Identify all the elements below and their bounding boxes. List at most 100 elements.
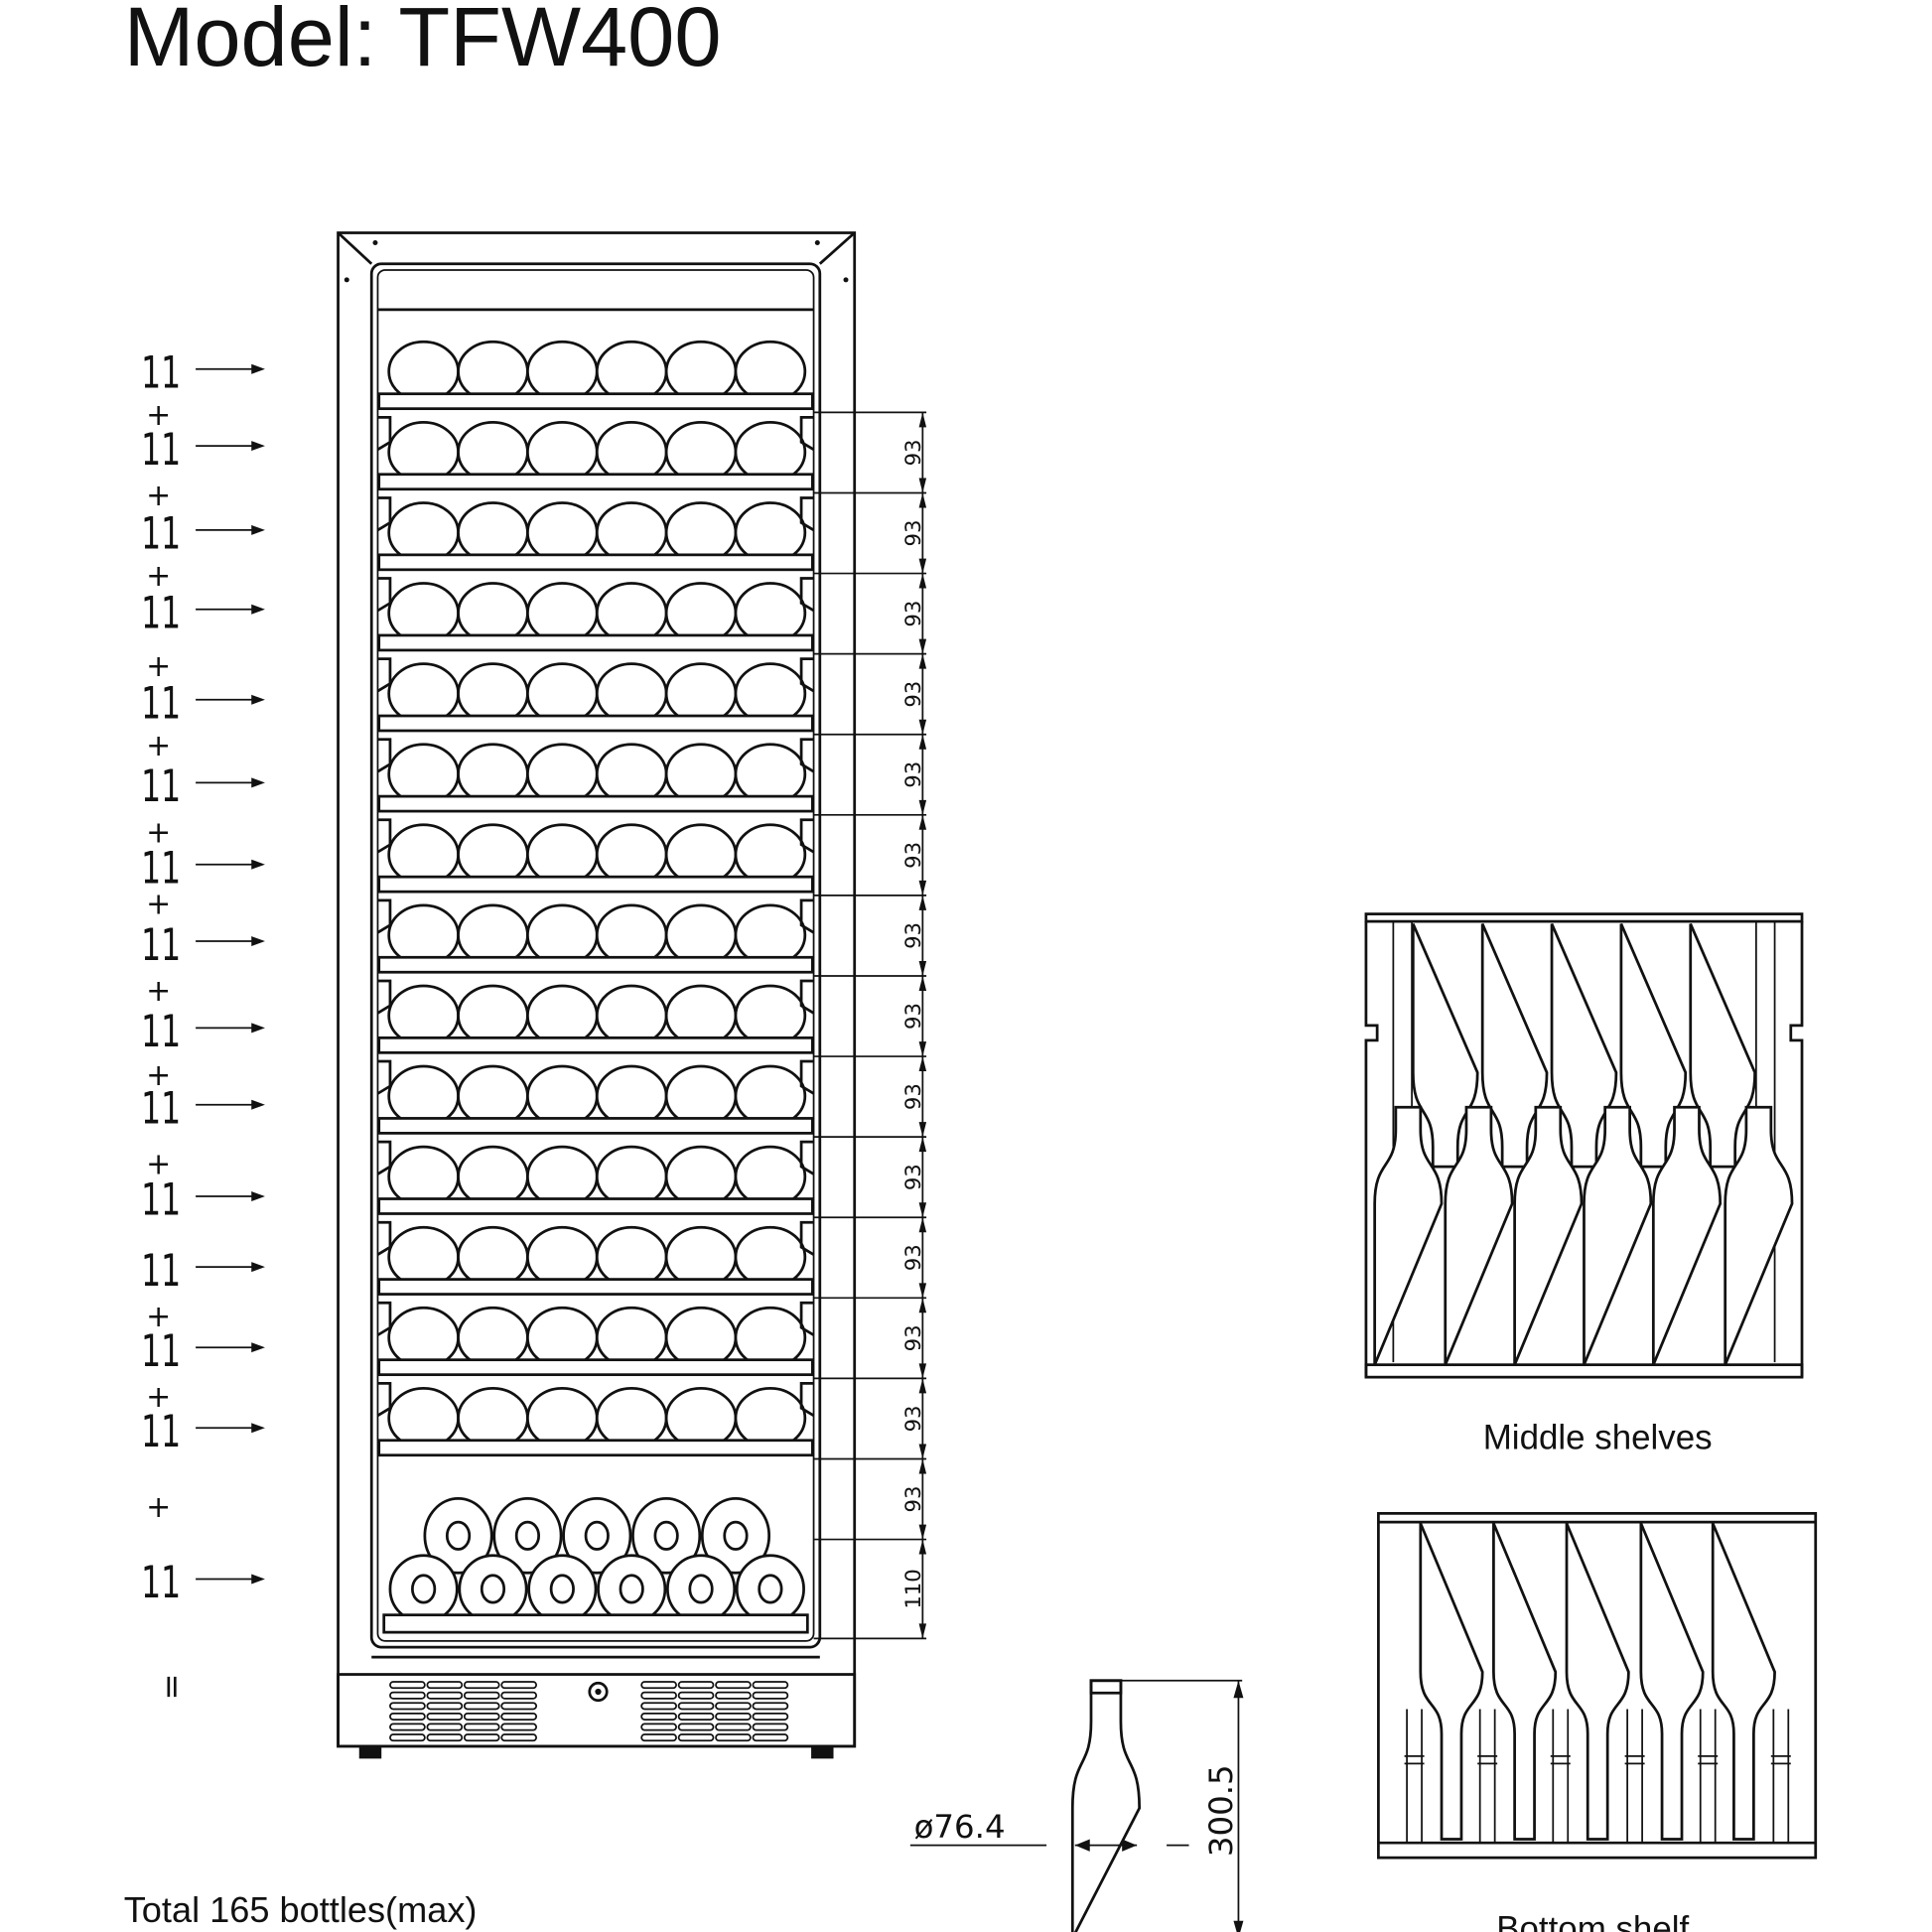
wine-rack-row [376,738,815,813]
vent-slot [389,1691,426,1700]
bottle-neck [1550,1709,1571,1844]
shelf-back-rail [1364,912,1804,923]
vent-slot [500,1702,538,1711]
vent-slot [426,1691,464,1700]
foot [358,1745,382,1759]
arrow-head [251,604,265,615]
bottle-end [387,340,460,403]
bottle-end [664,1306,738,1369]
bottle-upright [1583,1105,1653,1366]
bottle-height-label: 300.5 [1202,1764,1240,1857]
row-capacity-value: 11 [141,1245,181,1297]
middle-shelf-top-view [1364,912,1804,1379]
shelf-front [377,714,814,733]
bottle-neck [1404,1709,1425,1844]
bottle-end [457,501,529,564]
shelf-spacing-value: 93 [900,681,925,708]
bottle-end [664,582,738,644]
shelf-front [377,955,814,974]
shelf-spacing-value: 93 [900,601,925,627]
shelf-spacing-value: 93 [900,922,925,949]
arrow-head [251,441,265,452]
vent-slot [640,1681,677,1690]
plus-sign: + [146,398,171,433]
shelf-spacing-value: 93 [900,1405,925,1432]
vent-slot [677,1723,715,1731]
bottle-inverted [1492,1522,1558,1841]
bottle-end [457,662,529,725]
bottle-end [664,743,738,805]
bottle-end [734,1064,807,1128]
bottle-end [526,1387,599,1449]
bottle-end [457,340,529,403]
row-capacity-value: 11 [141,919,181,971]
bottle-end [527,1554,598,1624]
bottle-end [526,984,599,1047]
vent-slot [640,1733,677,1742]
vent-slot [389,1723,426,1731]
bottom-shelf-top-view [1377,1511,1818,1860]
bottom-shelf-caption: Bottom shelf [1496,1910,1689,1932]
bottle-end [595,340,668,403]
bottle-end [526,662,599,725]
plus-sign: + [146,1490,171,1525]
screw [814,240,820,245]
bottle-end [595,1306,668,1369]
vent-slot [677,1681,715,1690]
shelf-spacing-value: 93 [900,520,925,547]
bottle-end [387,1306,460,1369]
vent-slot [426,1723,464,1731]
bottle-end [387,1064,460,1128]
bottle-end [734,662,807,725]
wine-rack-row [376,577,815,652]
bottle-punt [445,1520,472,1551]
shelf-rail [376,818,815,854]
shelf-front-rail [1364,1363,1804,1379]
bottle-end [595,743,668,805]
vent-slot [715,1691,752,1700]
bottle-end [526,340,599,403]
bottle-end [387,582,460,644]
bottle-end [387,421,460,483]
wine-rack-row [376,818,815,894]
bottle-lip [1089,1679,1123,1695]
bottom-shelf-frame [1377,1511,1818,1860]
base-kickplate [337,1673,857,1748]
bottle-punt [723,1520,749,1551]
vent-slot [715,1733,752,1742]
bottle-end [457,1064,529,1128]
arrow-head [251,936,265,947]
arrow-head [251,1191,265,1202]
vent-slot [463,1702,500,1711]
shelf-side-frame [1364,921,1804,1378]
arrow-head [251,1574,265,1585]
wine-rack-row [376,1140,815,1215]
shelf-front [377,1117,814,1135]
vent-slot [752,1723,789,1731]
wine-rack-row [376,898,815,974]
bottle-end [387,662,460,725]
shelf-front [377,1278,814,1296]
wine-rack-row [376,1220,815,1296]
arrow-head [251,524,265,535]
vent-slot [426,1712,464,1721]
shelf-rail [376,657,815,693]
plus-sign: + [146,815,171,850]
vent-slot [752,1681,789,1690]
row-capacity-value: 11 [141,1558,181,1609]
plus-sign: + [146,974,171,1009]
bottle-inverted [1619,923,1688,1169]
vent-slot [640,1702,677,1711]
bottom-shelf-front [382,1613,809,1634]
bottle-neck [1770,1709,1791,1844]
foot [811,1745,834,1759]
bottle-end [664,662,738,725]
bottle-neck [1477,1709,1498,1844]
cabinet-front-view [337,231,857,1759]
shelf-spacing-value: 93 [900,1083,925,1110]
bottle-end [664,1145,738,1208]
bottle-end [457,984,529,1047]
capacity-column: 111111111111111111111111111111++++++++++… [141,347,265,1701]
